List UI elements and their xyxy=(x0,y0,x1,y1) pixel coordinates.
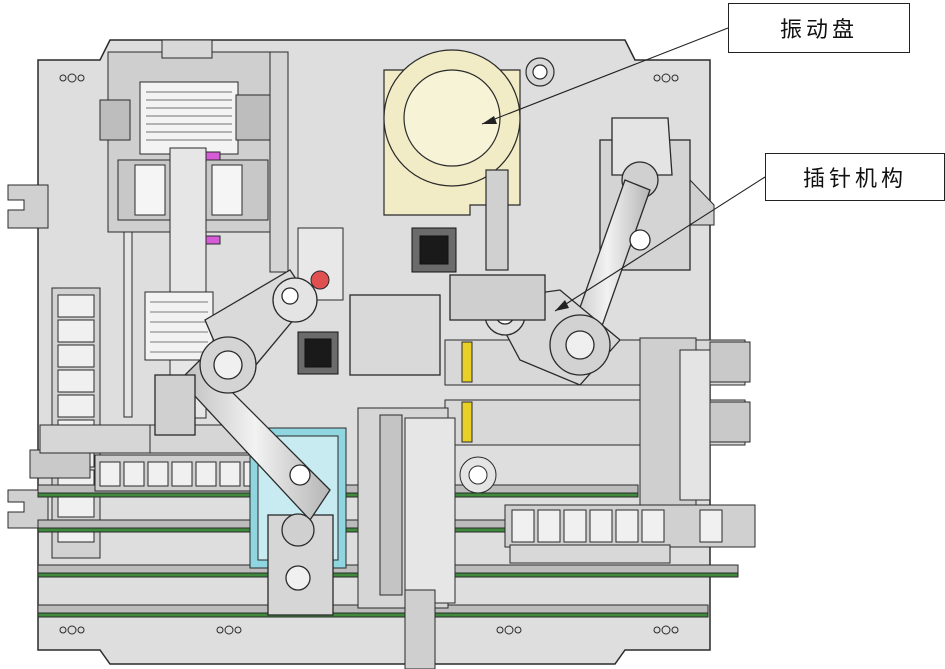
left-chain-conveyor xyxy=(29,287,101,559)
dark-modules xyxy=(297,227,457,375)
leader-lines xyxy=(481,27,766,312)
callout-vibratory-bowl: 振动盘 xyxy=(728,3,910,53)
side-brackets xyxy=(7,178,715,529)
callout-pin-insertion: 插针机构 xyxy=(765,153,945,201)
callout-vibratory-bowl-label: 振动盘 xyxy=(779,18,858,43)
vibratory-bowl-feeder xyxy=(383,49,555,271)
left-scara-robot xyxy=(154,269,334,616)
tray-loader-module xyxy=(99,39,289,419)
gauge xyxy=(459,456,497,494)
callout-pin-insertion-label: 插针机构 xyxy=(802,167,907,192)
assembly-rails xyxy=(444,337,751,507)
leader-arrowheads xyxy=(482,116,569,311)
tray-stack xyxy=(144,291,214,361)
pin-insertion-mechanism xyxy=(349,117,691,386)
bottom-right-chain xyxy=(504,504,756,564)
